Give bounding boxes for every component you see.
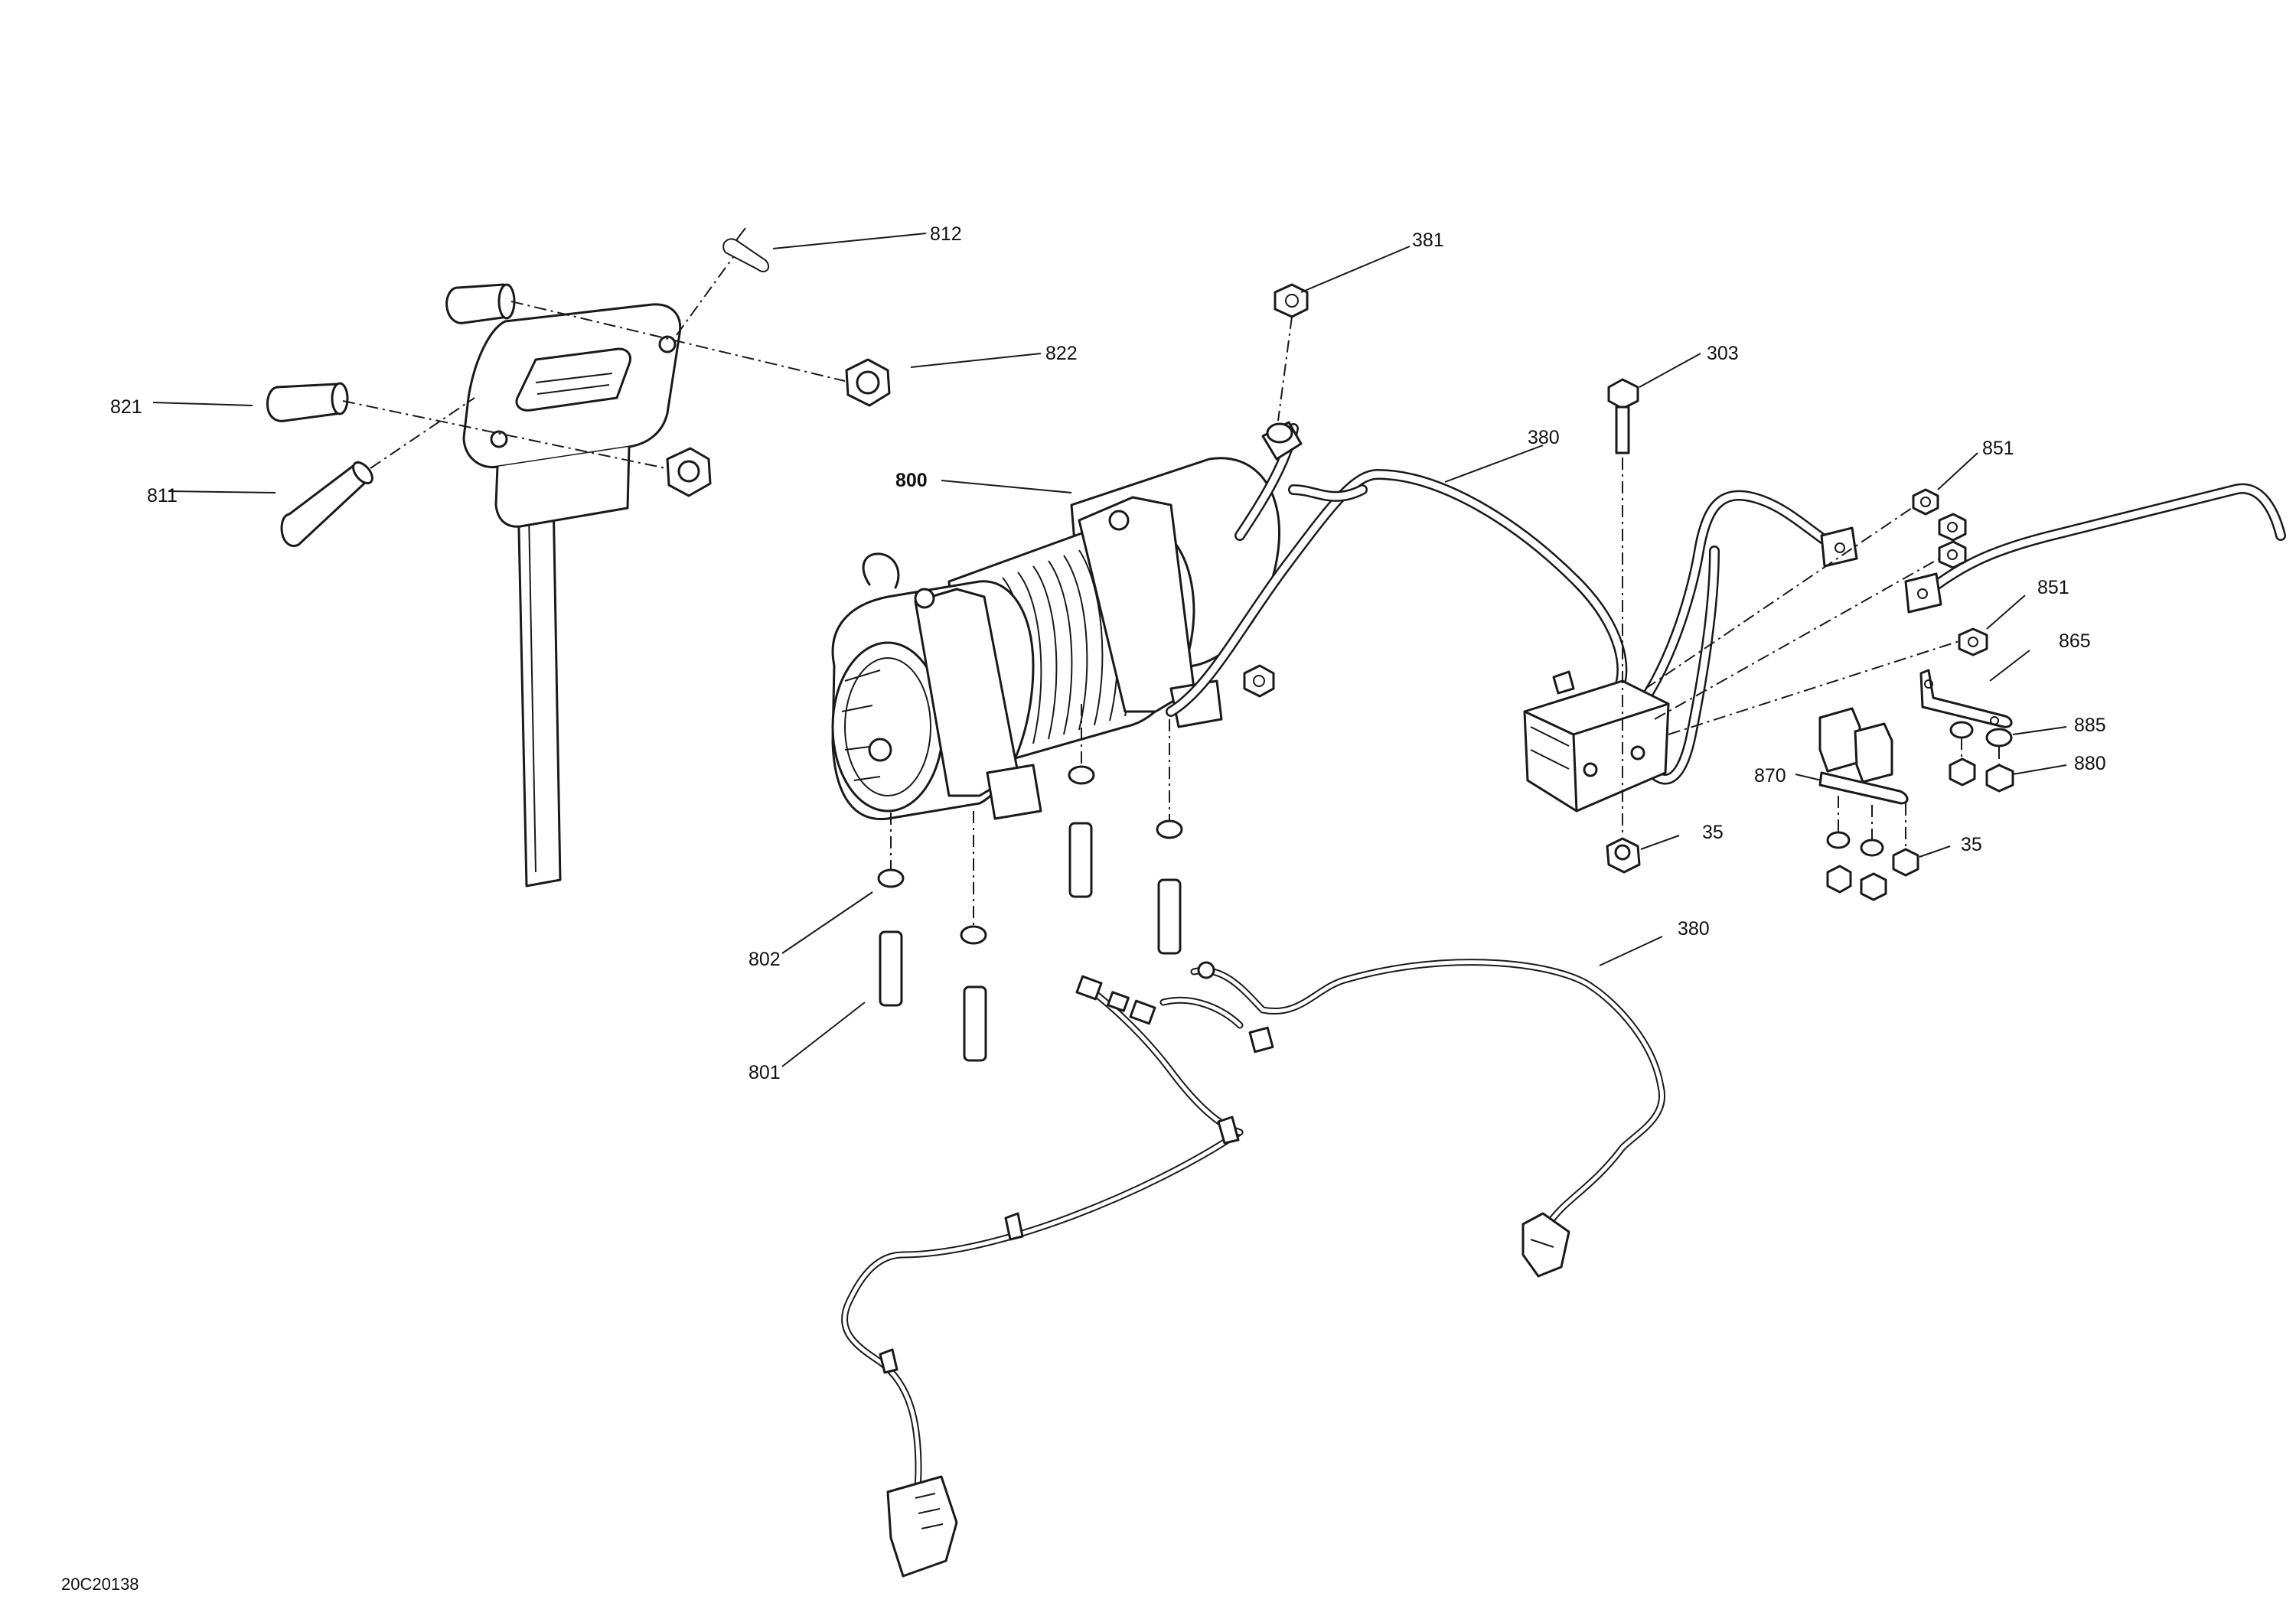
bracket-865 <box>1919 669 2013 728</box>
callout-851-upper: 851 <box>1982 438 2014 459</box>
nut-381 <box>1274 283 1309 318</box>
relay-pair-870 <box>1818 707 1909 805</box>
nut-880 <box>1949 757 2014 793</box>
nuts-35-right <box>1826 831 1919 901</box>
washer-802 <box>877 765 1183 945</box>
bolt-801 <box>879 822 1182 1062</box>
callout-800: 800 <box>895 470 928 491</box>
callout-35-right: 35 <box>1961 834 1982 855</box>
nuts-851-upper <box>1912 488 1967 569</box>
callout-851-lower: 851 <box>2037 577 2069 598</box>
callout-885: 885 <box>2074 715 2106 736</box>
harness-connector-cluster <box>1075 961 1274 1054</box>
callout-822: 822 <box>1045 343 1078 364</box>
bolt-upper <box>445 283 516 324</box>
callout-380-bottom: 380 <box>1678 918 1710 940</box>
motor-terminal <box>1261 421 1303 461</box>
callout-811: 811 <box>147 485 178 506</box>
harness-connector-plug <box>886 1475 958 1578</box>
nut-winch-right <box>1243 664 1275 698</box>
winch-body <box>831 457 1280 820</box>
bolt-303 <box>1607 378 1639 454</box>
clip-812 <box>722 227 770 272</box>
callout-labels: 812 381 822 303 821 380 851 811 800 851 … <box>110 223 2106 1083</box>
callout-380-top: 380 <box>1528 427 1560 448</box>
ring-terminal-upper <box>1820 526 1858 568</box>
nut-851-lower <box>1958 627 1988 656</box>
document-id: 20C20138 <box>61 1575 139 1594</box>
ring-terminal-lower <box>1904 572 1942 614</box>
fairlead-assembly <box>462 303 682 888</box>
callout-865: 865 <box>2059 630 2091 652</box>
callout-801: 801 <box>748 1062 781 1083</box>
callout-870: 870 <box>1754 765 1786 787</box>
callout-303: 303 <box>1707 343 1739 364</box>
callout-812: 812 <box>930 223 962 245</box>
harness-clip <box>879 1116 1240 1374</box>
pin-811 <box>280 461 373 548</box>
callout-35-left: 35 <box>1702 822 1724 843</box>
contactor <box>1523 670 1670 813</box>
nut-fairlead-lower <box>666 447 712 497</box>
bolt-821 <box>266 382 349 422</box>
nut-35-left <box>1606 837 1641 874</box>
harness-connector-right <box>1521 1212 1570 1278</box>
callout-381: 381 <box>1412 230 1444 251</box>
nut-822 <box>845 358 891 407</box>
leader-lines <box>152 233 2067 1067</box>
callout-802: 802 <box>748 949 781 970</box>
callout-821: 821 <box>110 396 142 418</box>
callout-880: 880 <box>2074 753 2106 774</box>
